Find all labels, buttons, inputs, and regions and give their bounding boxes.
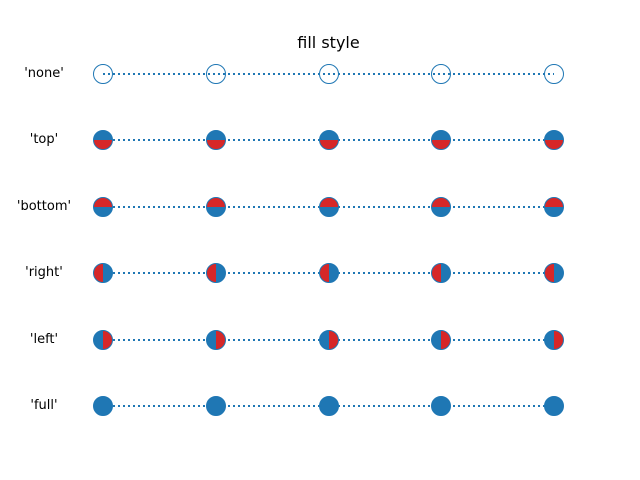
marker-full — [431, 396, 452, 416]
marker-none — [431, 63, 452, 84]
marker-none — [205, 63, 226, 84]
row-label: 'left' — [29, 331, 59, 347]
marker-right — [318, 263, 339, 283]
row-label: 'full' — [30, 398, 58, 413]
row-label: 'none' — [24, 65, 64, 81]
marker-right — [205, 263, 226, 283]
marker-left — [318, 329, 339, 350]
marker-bottom — [544, 196, 564, 217]
marker-full — [544, 396, 564, 416]
marker-right — [431, 263, 452, 283]
marker-full — [93, 396, 113, 416]
row-label: 'top' — [29, 132, 59, 147]
row-label: 'bottom' — [16, 198, 72, 214]
chart-title: fill style — [297, 33, 360, 52]
marker-top — [431, 130, 452, 150]
marker-bottom — [93, 196, 113, 217]
marker-right — [544, 263, 564, 283]
marker-left — [544, 329, 564, 350]
marker-left — [205, 329, 226, 350]
marker-none — [318, 63, 339, 84]
marker-bottom — [205, 196, 226, 217]
marker-left — [93, 329, 113, 350]
marker-top — [318, 130, 339, 150]
marker-full — [205, 396, 226, 416]
marker-top — [544, 130, 564, 150]
marker-right — [93, 263, 113, 283]
marker-bottom — [318, 196, 339, 217]
marker-top — [93, 130, 113, 150]
marker-left — [431, 329, 452, 350]
marker-full — [318, 396, 339, 416]
marker-bottom — [431, 196, 452, 217]
marker-none — [544, 63, 564, 84]
marker-top — [205, 130, 226, 150]
row-label: 'right' — [25, 265, 63, 280]
marker-none — [93, 63, 113, 84]
